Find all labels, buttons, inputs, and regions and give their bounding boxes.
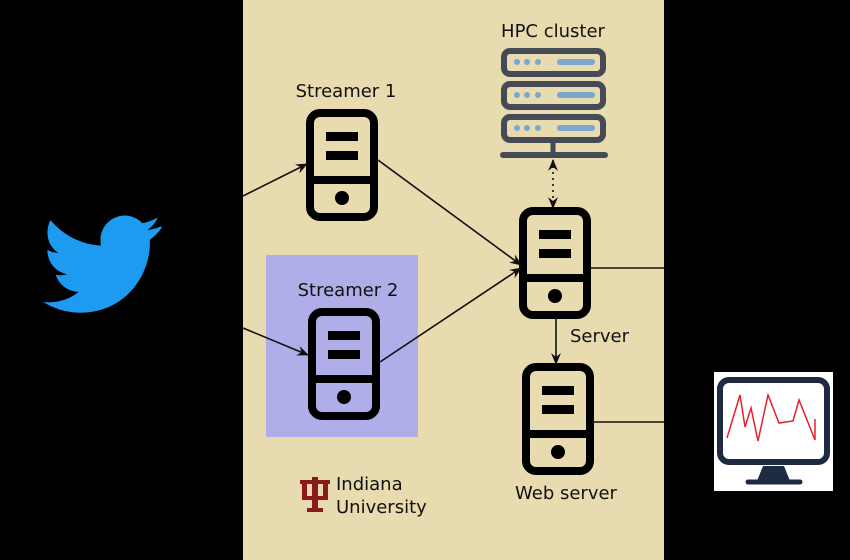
arrow-twitter-to-streamer-2 bbox=[242, 327, 309, 356]
monitor-chart-icon bbox=[714, 372, 833, 491]
twitter-bird-icon bbox=[42, 215, 162, 313]
arrow-streamer-1-to-server bbox=[377, 159, 522, 266]
web-server-label: Web server bbox=[515, 483, 618, 504]
arrow-streamer-2-to-server bbox=[379, 267, 522, 363]
arrow-twitter-to-streamer-1 bbox=[242, 163, 308, 197]
server-label: Server bbox=[570, 326, 630, 347]
hpc-cluster-label: HPC cluster bbox=[501, 21, 605, 42]
streamer-1-label: Streamer 1 bbox=[296, 81, 397, 102]
iu-name-line-1: Indiana bbox=[336, 474, 403, 495]
streamer-2-highlight bbox=[266, 255, 418, 437]
indiana-university-logo-icon bbox=[300, 477, 330, 512]
streamer-2-label: Streamer 2 bbox=[298, 280, 399, 301]
hpc-cluster-icon bbox=[500, 48, 608, 158]
connection-arrows bbox=[242, 159, 664, 423]
iu-name-line-2: University bbox=[336, 497, 427, 518]
